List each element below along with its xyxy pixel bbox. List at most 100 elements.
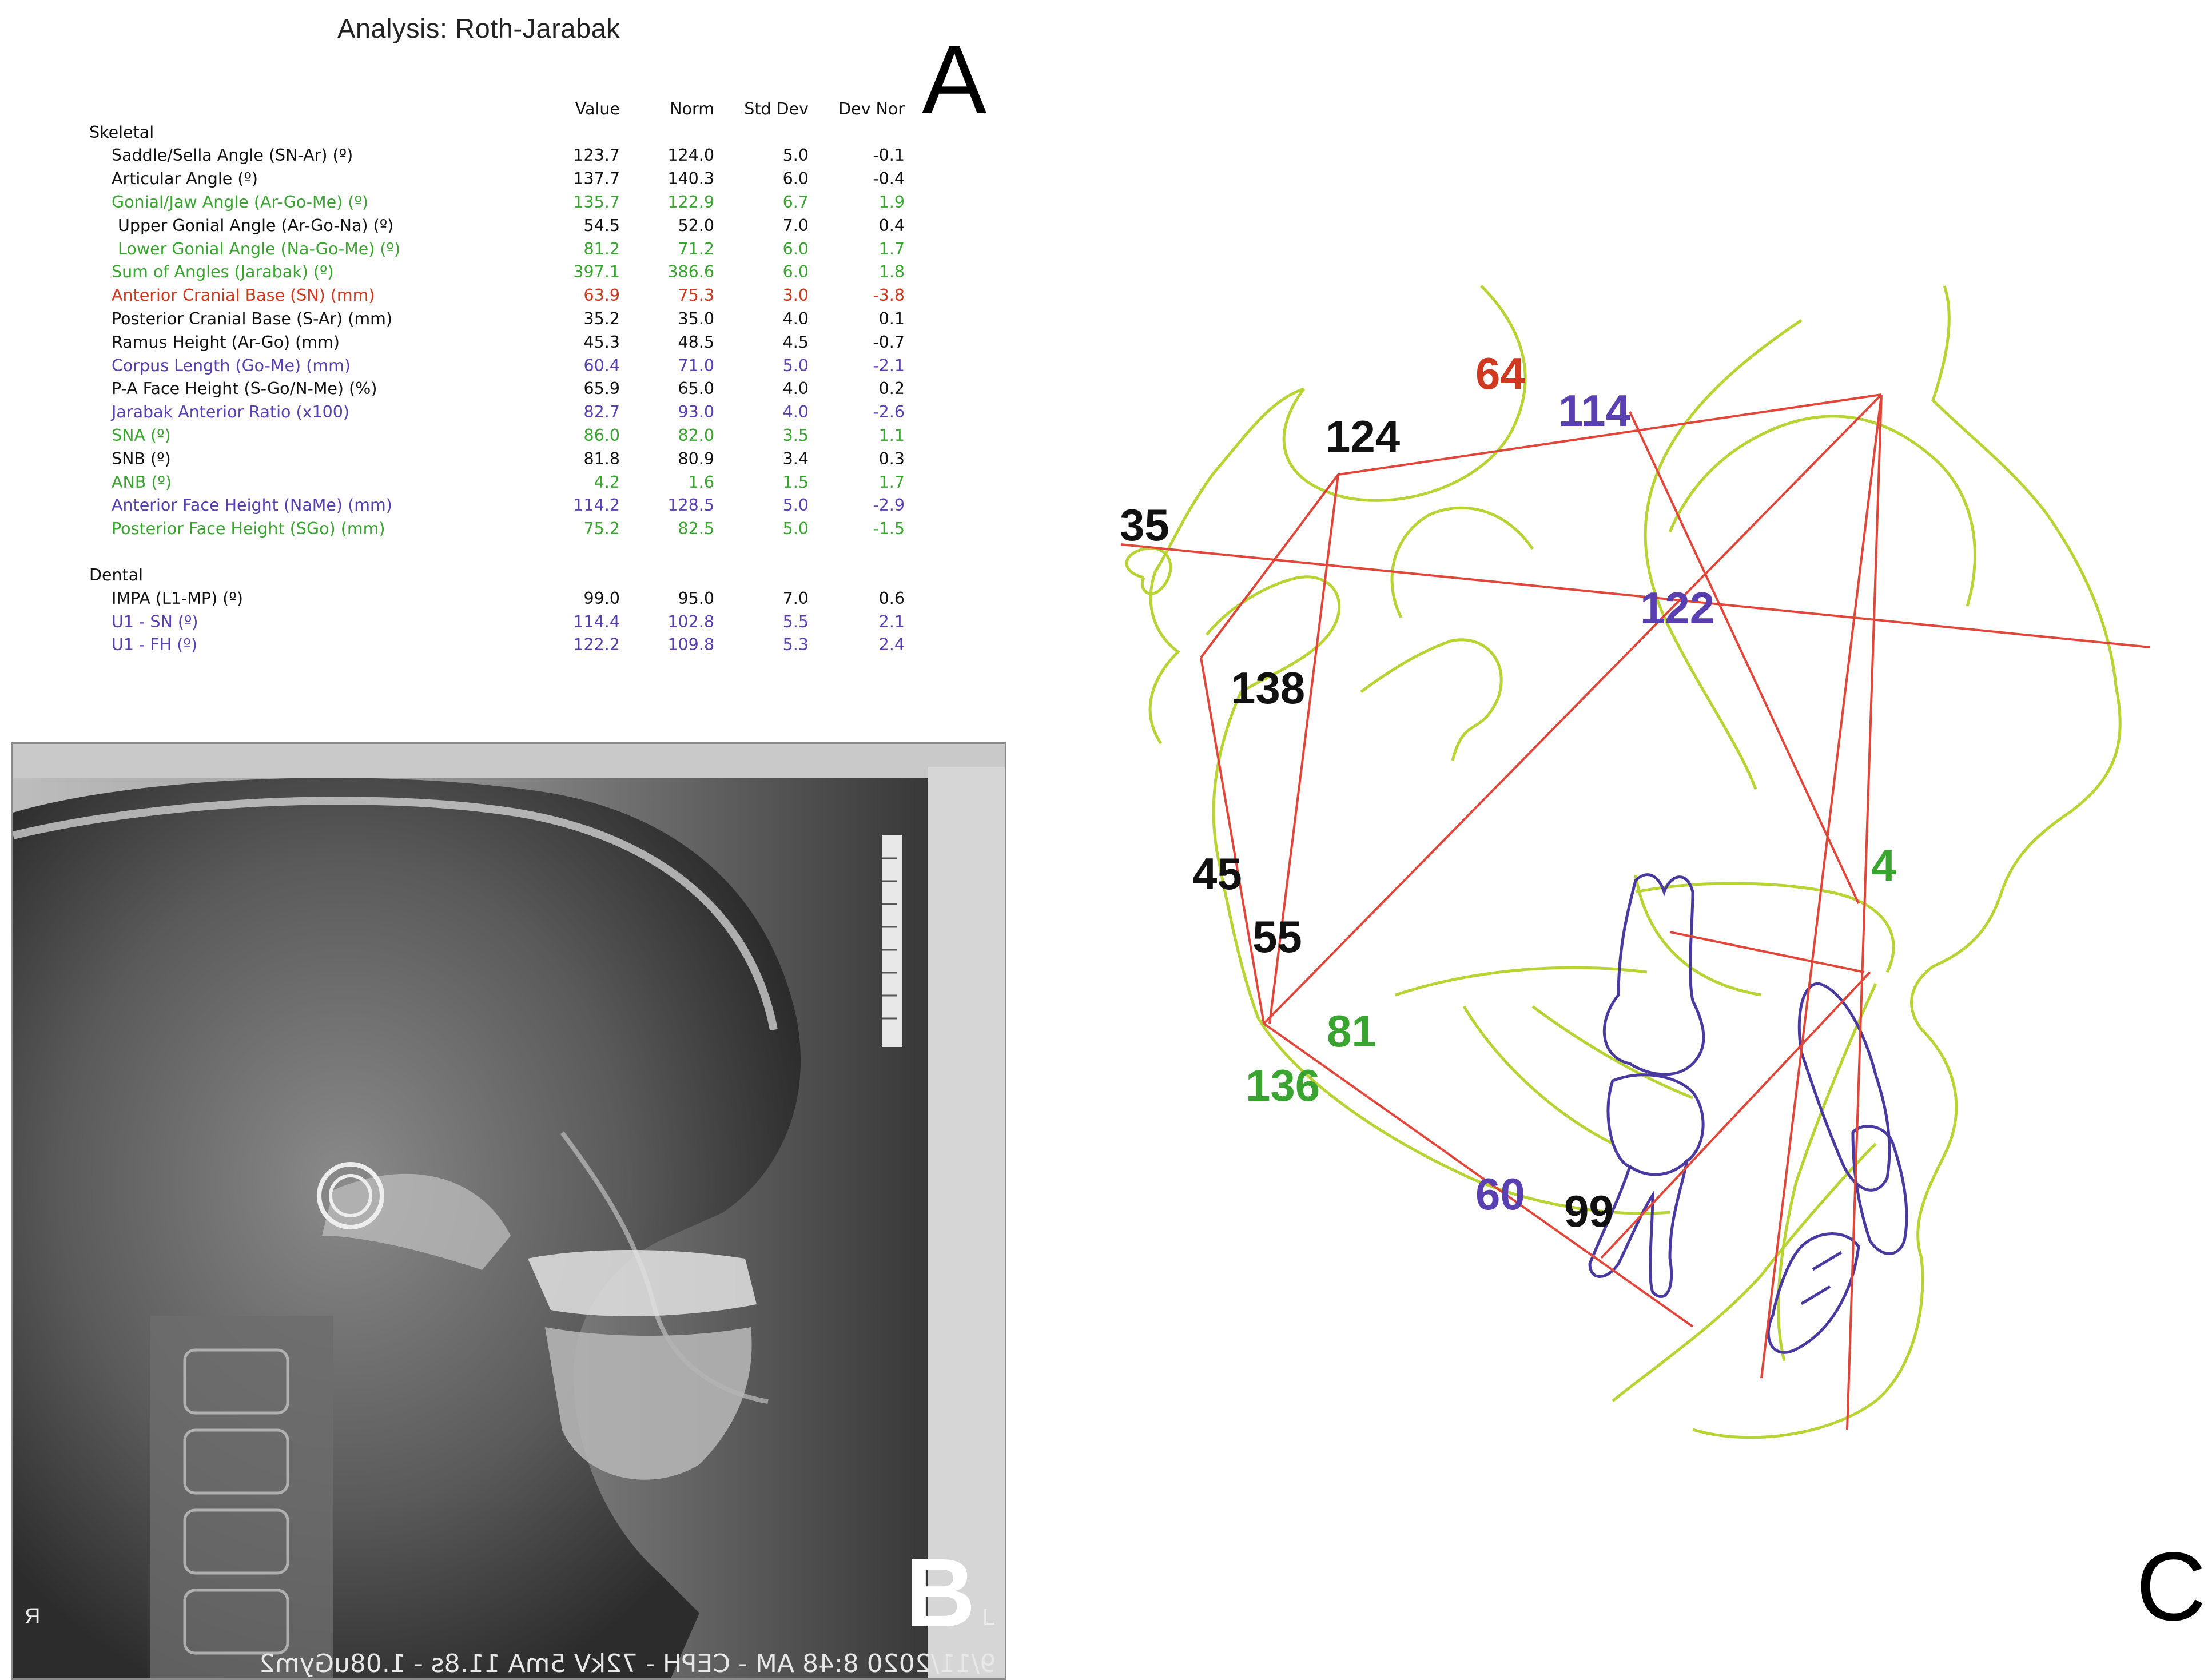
- measurement-std-dev: 4.0: [782, 379, 809, 399]
- measurement-dev-norm: 0.1: [878, 309, 905, 329]
- measurement-label-136: 136: [1246, 1060, 1320, 1110]
- measurement-dev-norm: -3.8: [873, 286, 905, 305]
- measurement-norm: 140.3: [667, 169, 714, 189]
- measurement-value: 65.9: [583, 379, 620, 399]
- measurement-norm: 128.5: [667, 496, 714, 515]
- teeth-shape: [528, 1250, 757, 1316]
- measurement-value: 4.2: [594, 472, 620, 492]
- measurement-dev-norm: -0.4: [873, 169, 905, 189]
- measurement-value: 397.1: [573, 262, 620, 282]
- measurement-name: Anterior Face Height (NaMe) (mm): [112, 496, 392, 515]
- ruler-scale: [882, 835, 902, 1047]
- lower-incisor-icon: [1767, 1232, 1860, 1354]
- measurement-label-124: 124: [1326, 411, 1400, 461]
- panel-letter-b: B: [905, 1539, 976, 1647]
- measurement-norm: 95.0: [678, 588, 714, 608]
- analysis-panel: Analysis: Roth-Jarabak A Value Norm Std …: [0, 0, 986, 709]
- measurement-dev-norm: 2.1: [878, 612, 905, 631]
- measurement-name: SNA (º): [112, 426, 171, 445]
- measurement-label-138: 138: [1231, 663, 1305, 713]
- measurement-norm: 52.0: [678, 216, 714, 235]
- measurement-name: Upper Gonial Angle (Ar-Go-Na) (º): [118, 216, 394, 235]
- measurement-std-dev: 5.0: [782, 356, 809, 375]
- measurement-value: 135.7: [573, 193, 620, 212]
- measurement-std-dev: 5.5: [782, 612, 809, 631]
- l1-axis-line: [1600, 971, 1871, 1259]
- measurement-std-dev: 4.0: [782, 403, 809, 422]
- cervical-spine: [150, 1316, 333, 1678]
- measurement-name: Sum of Angles (Jarabak) (º): [112, 262, 334, 282]
- measurement-std-dev: 4.5: [782, 332, 809, 352]
- measurement-value: 81.8: [583, 449, 620, 468]
- measurement-dev-norm: 2.4: [878, 635, 905, 655]
- section-spacer: [86, 540, 905, 563]
- measurement-value: 99.0: [583, 588, 620, 608]
- measurement-std-dev: 5.0: [782, 519, 809, 539]
- measurement-label-64: 64: [1475, 348, 1525, 399]
- measurement-norm: 1.6: [688, 472, 714, 492]
- measurement-std-dev: 4.0: [782, 309, 809, 329]
- measurement-dev-norm: 0.6: [878, 588, 905, 608]
- anatomical-tracing: [1125, 285, 2122, 1439]
- measurement-label-122: 122: [1640, 583, 1714, 633]
- measurement-norm: 71.0: [678, 356, 714, 375]
- measurement-dev-norm: 1.9: [878, 193, 905, 212]
- measurement-name: Ramus Height (Ar-Go) (mm): [112, 332, 340, 352]
- ramus-line: [1200, 657, 1265, 1024]
- measurement-std-dev: 3.0: [782, 286, 809, 305]
- measurement-std-dev: 6.7: [782, 193, 809, 212]
- measurement-dev-norm: 1.8: [878, 262, 905, 282]
- column-header-value: Value: [575, 99, 620, 118]
- mandibular-plane: [1263, 1022, 1694, 1328]
- measurement-dev-norm: 0.4: [878, 216, 905, 235]
- sn-line: [1338, 393, 1882, 476]
- measurement-dev-norm: -2.6: [873, 403, 905, 422]
- measurement-name: Corpus Length (Go-Me) (mm): [112, 356, 351, 375]
- upper-molar-icon: [1602, 873, 1705, 1076]
- measurement-dev-norm: 1.7: [878, 239, 905, 258]
- measurement-std-dev: 6.0: [782, 239, 809, 258]
- measurement-name: Saddle/Sella Angle (SN-Ar) (º): [112, 146, 353, 165]
- side-marker-right: R: [25, 1605, 41, 1629]
- measurement-std-dev: 6.0: [782, 169, 809, 189]
- teeth-outlines: [1588, 873, 1908, 1354]
- measurement-value: 45.3: [583, 332, 620, 352]
- measurement-label-99: 99: [1564, 1186, 1614, 1236]
- panel-letter-c: C: [2136, 1532, 2206, 1641]
- exposure-caption: 9/11/2020 8:48 AM - CEPH - 72kV 5mA 11.8…: [259, 1649, 996, 1678]
- measurement-name: P-A Face Height (S-Go/N-Me) (%): [112, 379, 377, 399]
- measurement-dev-norm: -2.1: [873, 356, 905, 375]
- measurement-dev-norm: -2.9: [873, 496, 905, 515]
- measurement-std-dev: 3.5: [782, 426, 809, 445]
- measurement-value: 137.7: [573, 169, 620, 189]
- measurement-name: ANB (º): [112, 472, 172, 492]
- panel-letter-a: A: [922, 26, 987, 134]
- measurement-label-55: 55: [1252, 911, 1302, 962]
- measurement-name: U1 - FH (º): [112, 635, 197, 655]
- measurement-label-60: 60: [1475, 1169, 1525, 1219]
- upper-incisor-icon: [1797, 982, 1891, 1192]
- measurement-label-4: 4: [1871, 840, 1896, 890]
- measurement-norm: 82.0: [678, 426, 714, 445]
- measurement-norm: 75.3: [678, 286, 714, 305]
- section-header-dental: Dental: [86, 563, 905, 587]
- fh-line: [1120, 543, 2151, 648]
- measurement-value: 75.2: [583, 519, 620, 539]
- measurement-std-dev: 7.0: [782, 588, 809, 608]
- measurement-value: 122.2: [573, 635, 620, 655]
- measurement-norm: 122.9: [667, 193, 714, 212]
